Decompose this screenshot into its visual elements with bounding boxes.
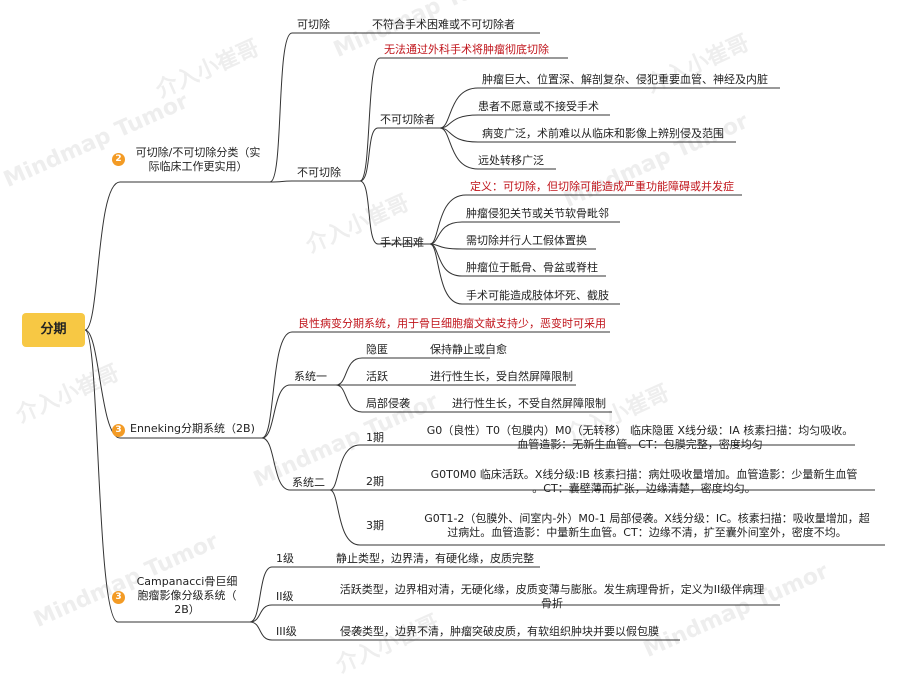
system-two-desc[interactable]: G0T1-2（包膜外、间室内-外）M0-1 局部侵袭。X线分级：IC。核素扫描：…: [412, 512, 882, 540]
surgery-difficult-definition[interactable]: 定义：可切除，但切除可能造成严重功能障碍或并发症: [470, 180, 734, 193]
unresectable-item[interactable]: 远处转移广泛: [478, 154, 544, 167]
branch-resectability-label[interactable]: 可切除/不可切除分类（实 际临床工作更实用）: [128, 146, 268, 174]
system-two-desc[interactable]: G0（良性）T0（包膜内）M0（无转移） 临床隐匿 X线分级：IA 核素扫描：均…: [410, 424, 870, 452]
branch-campanacci-label[interactable]: Campanacci骨巨细 胞瘤影像分级系统（ 2B）: [128, 575, 246, 617]
node-system-one[interactable]: 系统一: [294, 370, 327, 383]
node-unresectable-sub[interactable]: 不可切除者: [380, 113, 435, 126]
desc-line: G0（良性）T0（包膜内）M0（无转移） 临床隐匿 X线分级：IA 核素扫描：均…: [426, 424, 854, 437]
grade-label[interactable]: III级: [276, 625, 297, 638]
system-one-stage[interactable]: 局部侵袭: [366, 397, 410, 410]
node-unresectable[interactable]: 不可切除: [297, 166, 341, 179]
system-two-stage[interactable]: 3期: [366, 519, 384, 532]
grade-label[interactable]: II级: [276, 590, 294, 603]
desc-line: 。CT：囊壁薄而扩张，边缘清楚，密度均匀。: [532, 482, 756, 495]
node-resectable-detail[interactable]: 不符合手术困难或不可切除者: [372, 18, 515, 31]
root-node[interactable]: 分期: [22, 313, 85, 347]
enneking-note[interactable]: 良性病变分期系统，用于骨巨细胞瘤文献支持少，恶变时可采用: [298, 317, 606, 330]
grade-label[interactable]: 1级: [276, 552, 294, 565]
surgery-difficult-item[interactable]: 肿瘤侵犯关节或关节软骨毗邻: [466, 207, 609, 220]
desc-line: G0T1-2（包膜外、间室内-外）M0-1 局部侵袭。X线分级：IC。核素扫描：…: [424, 512, 870, 525]
desc-line: 过病灶。血管造影：中量新生血管。CT：边缘不清，扩至囊外间室外，密度不均。: [447, 526, 847, 539]
system-two-stage[interactable]: 2期: [366, 475, 384, 488]
branch-label-line: Campanacci骨巨细: [136, 575, 238, 588]
unresectable-item[interactable]: 患者不愿意或不接受手术: [478, 100, 599, 113]
system-one-desc[interactable]: 进行性生长，受自然屏障限制: [430, 370, 573, 383]
system-one-desc[interactable]: 保持静止或自愈: [430, 343, 507, 356]
node-unresectable-note[interactable]: 无法通过外科手术将肿瘤彻底切除: [384, 43, 549, 56]
surgery-difficult-item[interactable]: 肿瘤位于骶骨、骨盆或脊柱: [466, 261, 598, 274]
grade-desc[interactable]: 静止类型，边界清，有硬化缘，皮质完整: [336, 552, 534, 565]
node-system-two[interactable]: 系统二: [292, 476, 325, 489]
number-badge: 2: [112, 153, 125, 166]
desc-line: 血管造影：无新生血管。CT：包膜完整，密度均匀: [517, 438, 763, 451]
surgery-difficult-item[interactable]: 手术可能造成肢体坏死、截肢: [466, 289, 609, 302]
unresectable-item[interactable]: 肿瘤巨大、位置深、解剖复杂、侵犯重要血管、神经及内脏: [482, 73, 768, 86]
number-badge: 3: [112, 591, 125, 604]
system-two-stage[interactable]: 1期: [366, 431, 384, 444]
surgery-difficult-item[interactable]: 需切除并行人工假体置换: [466, 234, 587, 247]
number-badge: 3: [112, 424, 125, 437]
desc-line: 骨折: [541, 597, 563, 610]
branch-label-line: 可切除/不可切除分类（实: [135, 146, 261, 159]
node-surgery-difficult[interactable]: 手术困难: [380, 236, 424, 249]
unresectable-item[interactable]: 病变广泛，术前难以从临床和影像上辨别侵及范围: [482, 127, 724, 140]
system-one-stage[interactable]: 活跃: [366, 370, 388, 383]
node-resectable[interactable]: 可切除: [297, 18, 330, 31]
branch-label-line: 胞瘤影像分级系统（: [137, 589, 237, 602]
grade-desc[interactable]: 侵袭类型，边界不清，肿瘤突破皮质，有软组织肿块并要以假包膜: [340, 625, 659, 638]
desc-line: 活跃类型，边界相对清，无硬化缘，皮质变薄与膨胀。发生病理骨折，定义为II级伴病理: [339, 583, 765, 596]
system-one-stage[interactable]: 隐匿: [366, 343, 388, 356]
desc-line: G0T0M0 临床活跃。X线分级:IB 核素扫描：病灶吸收量增加。血管造影：少量…: [430, 468, 858, 481]
branch-label-line: 际临床工作更实用）: [148, 160, 248, 173]
connector-lines: [84, 32, 885, 641]
branch-enneking-label[interactable]: Enneking分期系统（2B): [130, 422, 255, 435]
grade-desc[interactable]: 活跃类型，边界相对清，无硬化缘，皮质变薄与膨胀。发生病理骨折，定义为II级伴病理…: [332, 583, 772, 611]
branch-label-line: 2B）: [174, 603, 200, 616]
system-two-desc[interactable]: G0T0M0 临床活跃。X线分级:IB 核素扫描：病灶吸收量增加。血管造影：少量…: [424, 468, 864, 496]
system-one-desc[interactable]: 进行性生长，不受自然屏障限制: [452, 397, 606, 410]
